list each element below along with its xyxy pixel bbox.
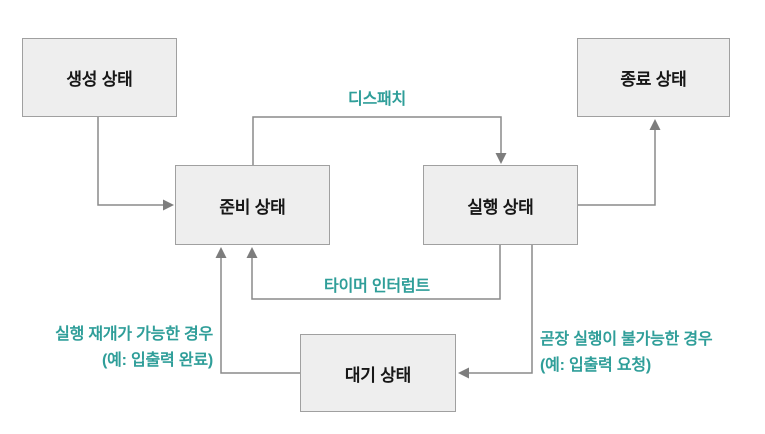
connector-running-to-waiting — [458, 245, 533, 379]
edge-label-resume-line1: 실행 재개가 가능한 경우 — [55, 326, 213, 343]
connector-waiting-to-ready — [215, 247, 300, 374]
node-waiting-label: 대기 상태 — [344, 365, 412, 385]
edge-label-resume-line2: (예: 입출력 완료) — [102, 352, 213, 369]
node-terminated-state: 종료 상태 — [577, 38, 730, 117]
node-created-state: 생성 상태 — [22, 38, 177, 117]
node-ready-state: 준비 상태 — [175, 165, 330, 245]
node-waiting-state: 대기 상태 — [300, 334, 456, 412]
connector-running-to-terminated — [578, 119, 661, 206]
edge-label-cannot-run-line2: (예: 입출력 요청) — [540, 357, 651, 374]
edge-label-timer-interrupt: 타이머 인터럽트 — [324, 278, 430, 295]
node-ready-label: 준비 상태 — [219, 197, 286, 217]
edge-label-resume-possible: 실행 재개가 가능한 경우 (예: 입출력 완료) — [55, 322, 213, 374]
edge-label-cannot-run: 곧장 실행이 불가능한 경우 (예: 입출력 요청) — [540, 327, 713, 379]
node-terminated-label: 종료 상태 — [620, 70, 687, 89]
edge-label-cannot-run-line1: 곧장 실행이 불가능한 경우 — [540, 331, 713, 348]
node-running-label: 실행 상태 — [467, 197, 534, 217]
node-created-label: 생성 상태 — [66, 70, 133, 89]
connector-ready-to-running — [252, 116, 507, 165]
connector-created-to-ready — [97, 117, 174, 211]
node-running-state: 실행 상태 — [423, 165, 578, 245]
edge-label-dispatch: 디스패치 — [347, 91, 407, 108]
